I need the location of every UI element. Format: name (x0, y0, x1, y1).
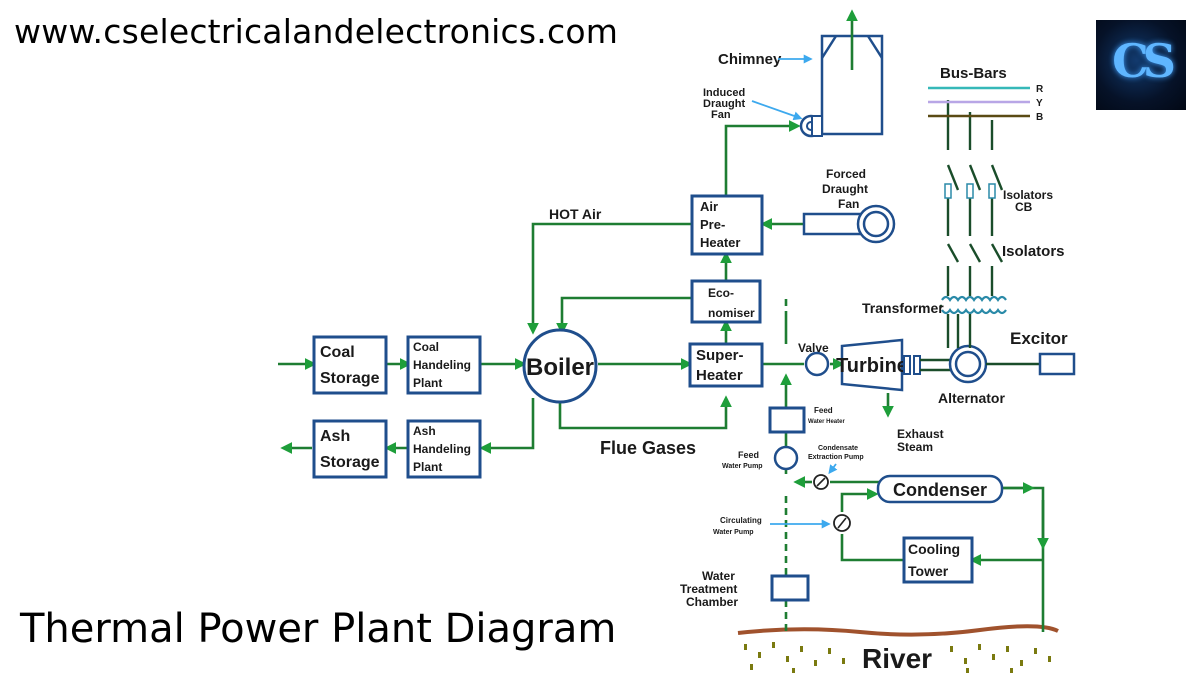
condenser[interactable]: Condenser (876, 474, 1004, 504)
svg-text:Fan: Fan (838, 197, 859, 211)
feed-water-heater[interactable]: Feed Water Heater (768, 406, 845, 434)
alternator[interactable]: Alternator (938, 344, 1040, 406)
svg-text:Plant: Plant (413, 460, 442, 474)
condensate-extraction-pump[interactable]: Condensate Extraction Pump (808, 445, 864, 490)
phase-r: R (1036, 84, 1044, 95)
diagram-title: Thermal Power Plant Diagram (20, 606, 617, 652)
svg-text:Treatment: Treatment (680, 582, 737, 596)
water-treatment-chamber[interactable]: Water Treatment Chamber (680, 569, 810, 609)
induced-draught-fan[interactable]: Induced Draught Fan (703, 87, 823, 138)
exciter[interactable]: Excitor (1010, 329, 1076, 376)
svg-text:Chamber: Chamber (686, 595, 738, 609)
logo-text: CS (1112, 34, 1176, 88)
svg-text:Water: Water (702, 569, 735, 583)
chimney: Chimney (718, 9, 884, 136)
boiler[interactable]: Boiler (522, 328, 598, 404)
site-url[interactable]: www.cselectricalandelectronics.com (14, 12, 619, 51)
svg-text:Cooling: Cooling (908, 541, 960, 557)
svg-text:Super-: Super- (696, 347, 744, 364)
river: River (737, 624, 1060, 675)
isolators-cb-label-1: Isolators (1003, 188, 1053, 202)
svg-text:Pre-: Pre- (700, 217, 725, 232)
svg-text:Coal: Coal (320, 344, 355, 361)
svg-text:Valve: Valve (798, 341, 829, 355)
svg-text:Storage: Storage (320, 370, 380, 387)
phase-y: Y (1036, 98, 1043, 109)
coal-handling-plant[interactable]: Coal Handeling Plant (406, 335, 482, 395)
svg-text:Heater: Heater (700, 235, 740, 250)
coal-storage[interactable]: Coal Storage (312, 335, 388, 395)
exhaust-steam-label-2: Steam (897, 440, 933, 454)
flue-gases-label: Flue Gases (600, 438, 696, 458)
forced-draught-fan[interactable]: Forced Draught Fan (802, 167, 896, 244)
svg-text:nomiser: nomiser (708, 306, 755, 320)
svg-text:Handeling: Handeling (413, 358, 471, 372)
transformer-label: Transformer (862, 300, 944, 316)
chimney-label: Chimney (718, 51, 782, 68)
svg-text:Tower: Tower (908, 563, 949, 579)
valve[interactable]: Valve (798, 341, 830, 377)
svg-text:Draught: Draught (703, 98, 746, 110)
river-label: River (862, 643, 932, 674)
bus-bars-label: Bus-Bars (940, 65, 1007, 82)
economiser[interactable]: Eco- nomiser (690, 279, 762, 324)
svg-text:Forced: Forced (826, 167, 866, 181)
river-texture (744, 642, 1051, 673)
super-heater[interactable]: Super- Heater (688, 342, 764, 388)
svg-text:Fan: Fan (711, 109, 731, 121)
svg-text:Storage: Storage (320, 454, 380, 471)
svg-text:Feed: Feed (814, 406, 833, 415)
isolators-cb-label-2: CB (1015, 200, 1033, 214)
flow-pipes (278, 120, 1049, 632)
svg-text:Alternator: Alternator (938, 390, 1005, 406)
svg-text:Boiler: Boiler (526, 354, 594, 381)
ash-storage[interactable]: Ash Storage (312, 419, 388, 479)
svg-text:Condensate: Condensate (818, 445, 858, 452)
svg-text:Coal: Coal (413, 340, 439, 354)
bus-bars: Bus-Bars R Y B (928, 65, 1044, 123)
svg-text:Induced: Induced (703, 87, 745, 99)
air-preheater[interactable]: Air Pre- Heater (690, 194, 764, 256)
svg-text:Feed: Feed (738, 450, 759, 460)
svg-text:Ash: Ash (320, 428, 350, 445)
svg-text:Water Pump: Water Pump (713, 529, 754, 536)
svg-text:Water Pump: Water Pump (722, 463, 763, 470)
svg-text:Circulating: Circulating (720, 516, 762, 525)
phase-b: B (1036, 112, 1043, 123)
svg-text:Draught: Draught (822, 182, 868, 196)
svg-text:Heater: Heater (696, 367, 743, 384)
turbine[interactable]: Turbine (836, 338, 950, 392)
svg-text:Handeling: Handeling (413, 442, 471, 456)
svg-text:Water Heater: Water Heater (808, 419, 845, 425)
electrical-lines (940, 100, 1007, 348)
svg-text:Plant: Plant (413, 376, 442, 390)
logo: CS (1096, 20, 1186, 110)
svg-text:Extraction Pump: Extraction Pump (808, 454, 864, 461)
ash-handling-plant[interactable]: Ash Handeling Plant (406, 419, 482, 479)
svg-text:Condenser: Condenser (893, 480, 987, 500)
exhaust-steam-label-1: Exhaust (897, 427, 944, 441)
feed-water-pump[interactable]: Feed Water Pump (722, 445, 799, 471)
circulating-water-pump[interactable]: Circulating Water Pump (713, 514, 851, 536)
svg-text:Eco-: Eco- (708, 286, 734, 300)
svg-text:Air: Air (700, 199, 718, 214)
isolators-label: Isolators (1002, 243, 1065, 260)
hot-air-label: HOT Air (549, 206, 602, 222)
svg-text:Turbine: Turbine (836, 355, 908, 377)
svg-text:Excitor: Excitor (1010, 329, 1068, 348)
svg-text:Ash: Ash (413, 424, 436, 438)
cooling-tower[interactable]: Cooling Tower (902, 536, 974, 584)
